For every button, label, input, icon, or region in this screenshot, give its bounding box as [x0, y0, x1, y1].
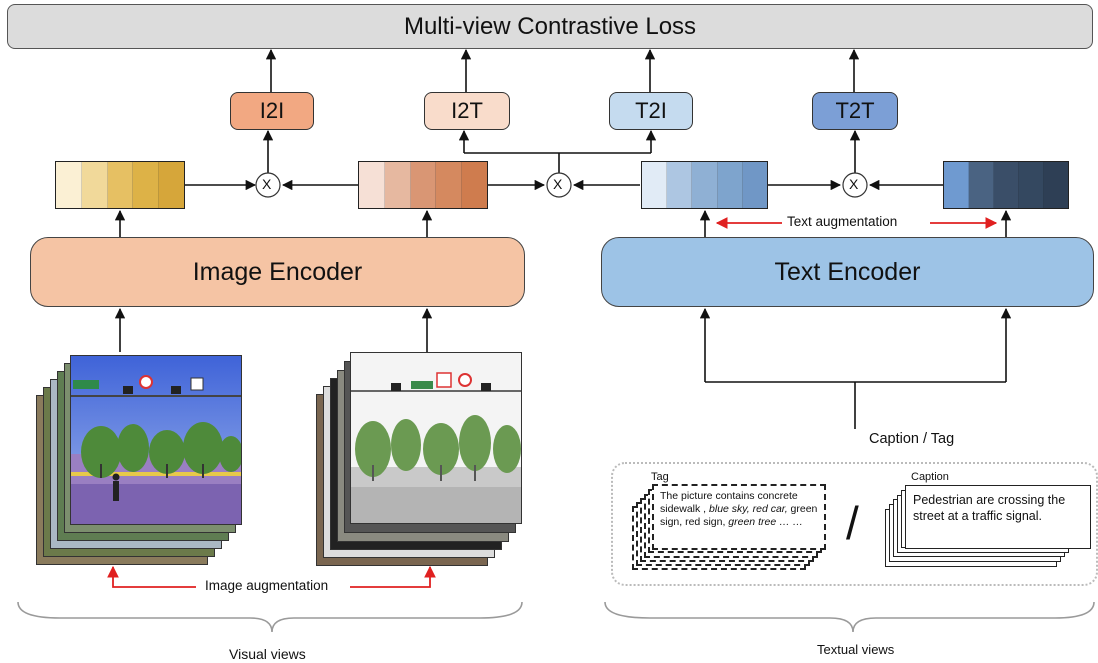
caption-tag-label: Caption / Tag [869, 431, 955, 447]
text-feature-vector-a [641, 161, 768, 209]
caption-heading: Caption [911, 471, 949, 483]
tag-text-b: green sign, red sign, [660, 503, 818, 528]
image-feature-vector-a [55, 161, 185, 209]
tag-card: The picture contains concrete sidewalk ,… [652, 484, 826, 550]
text-feature-vector-b [943, 161, 1069, 209]
image-view-stack-b [316, 352, 522, 568]
visual-views-label: Visual views [229, 646, 306, 662]
image-augmentation-label: Image augmentation [205, 578, 329, 593]
i2t-similarity-box: I2T [424, 92, 510, 130]
caption-card: Pedestrian are crossing the street at a … [905, 485, 1091, 549]
street-photo-a [70, 355, 242, 525]
t2i-similarity-box: T2I [609, 92, 693, 130]
separator-slash: / [846, 497, 859, 549]
tag-card-stack: The picture contains concrete sidewalk ,… [632, 484, 832, 570]
tag-text-italic-b: green tree … … [728, 516, 803, 528]
tag-text-italic-a: blue sky, red car, [709, 503, 788, 515]
t2t-similarity-box: T2T [812, 92, 898, 130]
multiply-operator: X [262, 176, 272, 192]
multiply-operator: X [553, 176, 563, 192]
tag-heading: Tag [651, 471, 669, 483]
i2i-similarity-box: I2I [230, 92, 314, 130]
image-feature-vector-b [358, 161, 488, 209]
image-encoder-box: Image Encoder [30, 237, 525, 307]
tag-text-a: The picture contains concrete sidewalk , [660, 490, 798, 515]
multiply-operator: X [849, 176, 859, 192]
image-view-stack-a [36, 355, 242, 567]
text-encoder-box: Text Encoder [601, 237, 1094, 307]
textual-views-label: Textual views [817, 642, 895, 657]
street-photo-b [350, 352, 522, 524]
textual-views-pane [611, 462, 1098, 586]
text-augmentation-label: Text augmentation [787, 214, 898, 229]
contrastive-loss-box: Multi-view Contrastive Loss [7, 4, 1093, 49]
caption-card-stack: Pedestrian are crossing the street at a … [885, 485, 1091, 569]
multiply-circles [255, 172, 868, 198]
